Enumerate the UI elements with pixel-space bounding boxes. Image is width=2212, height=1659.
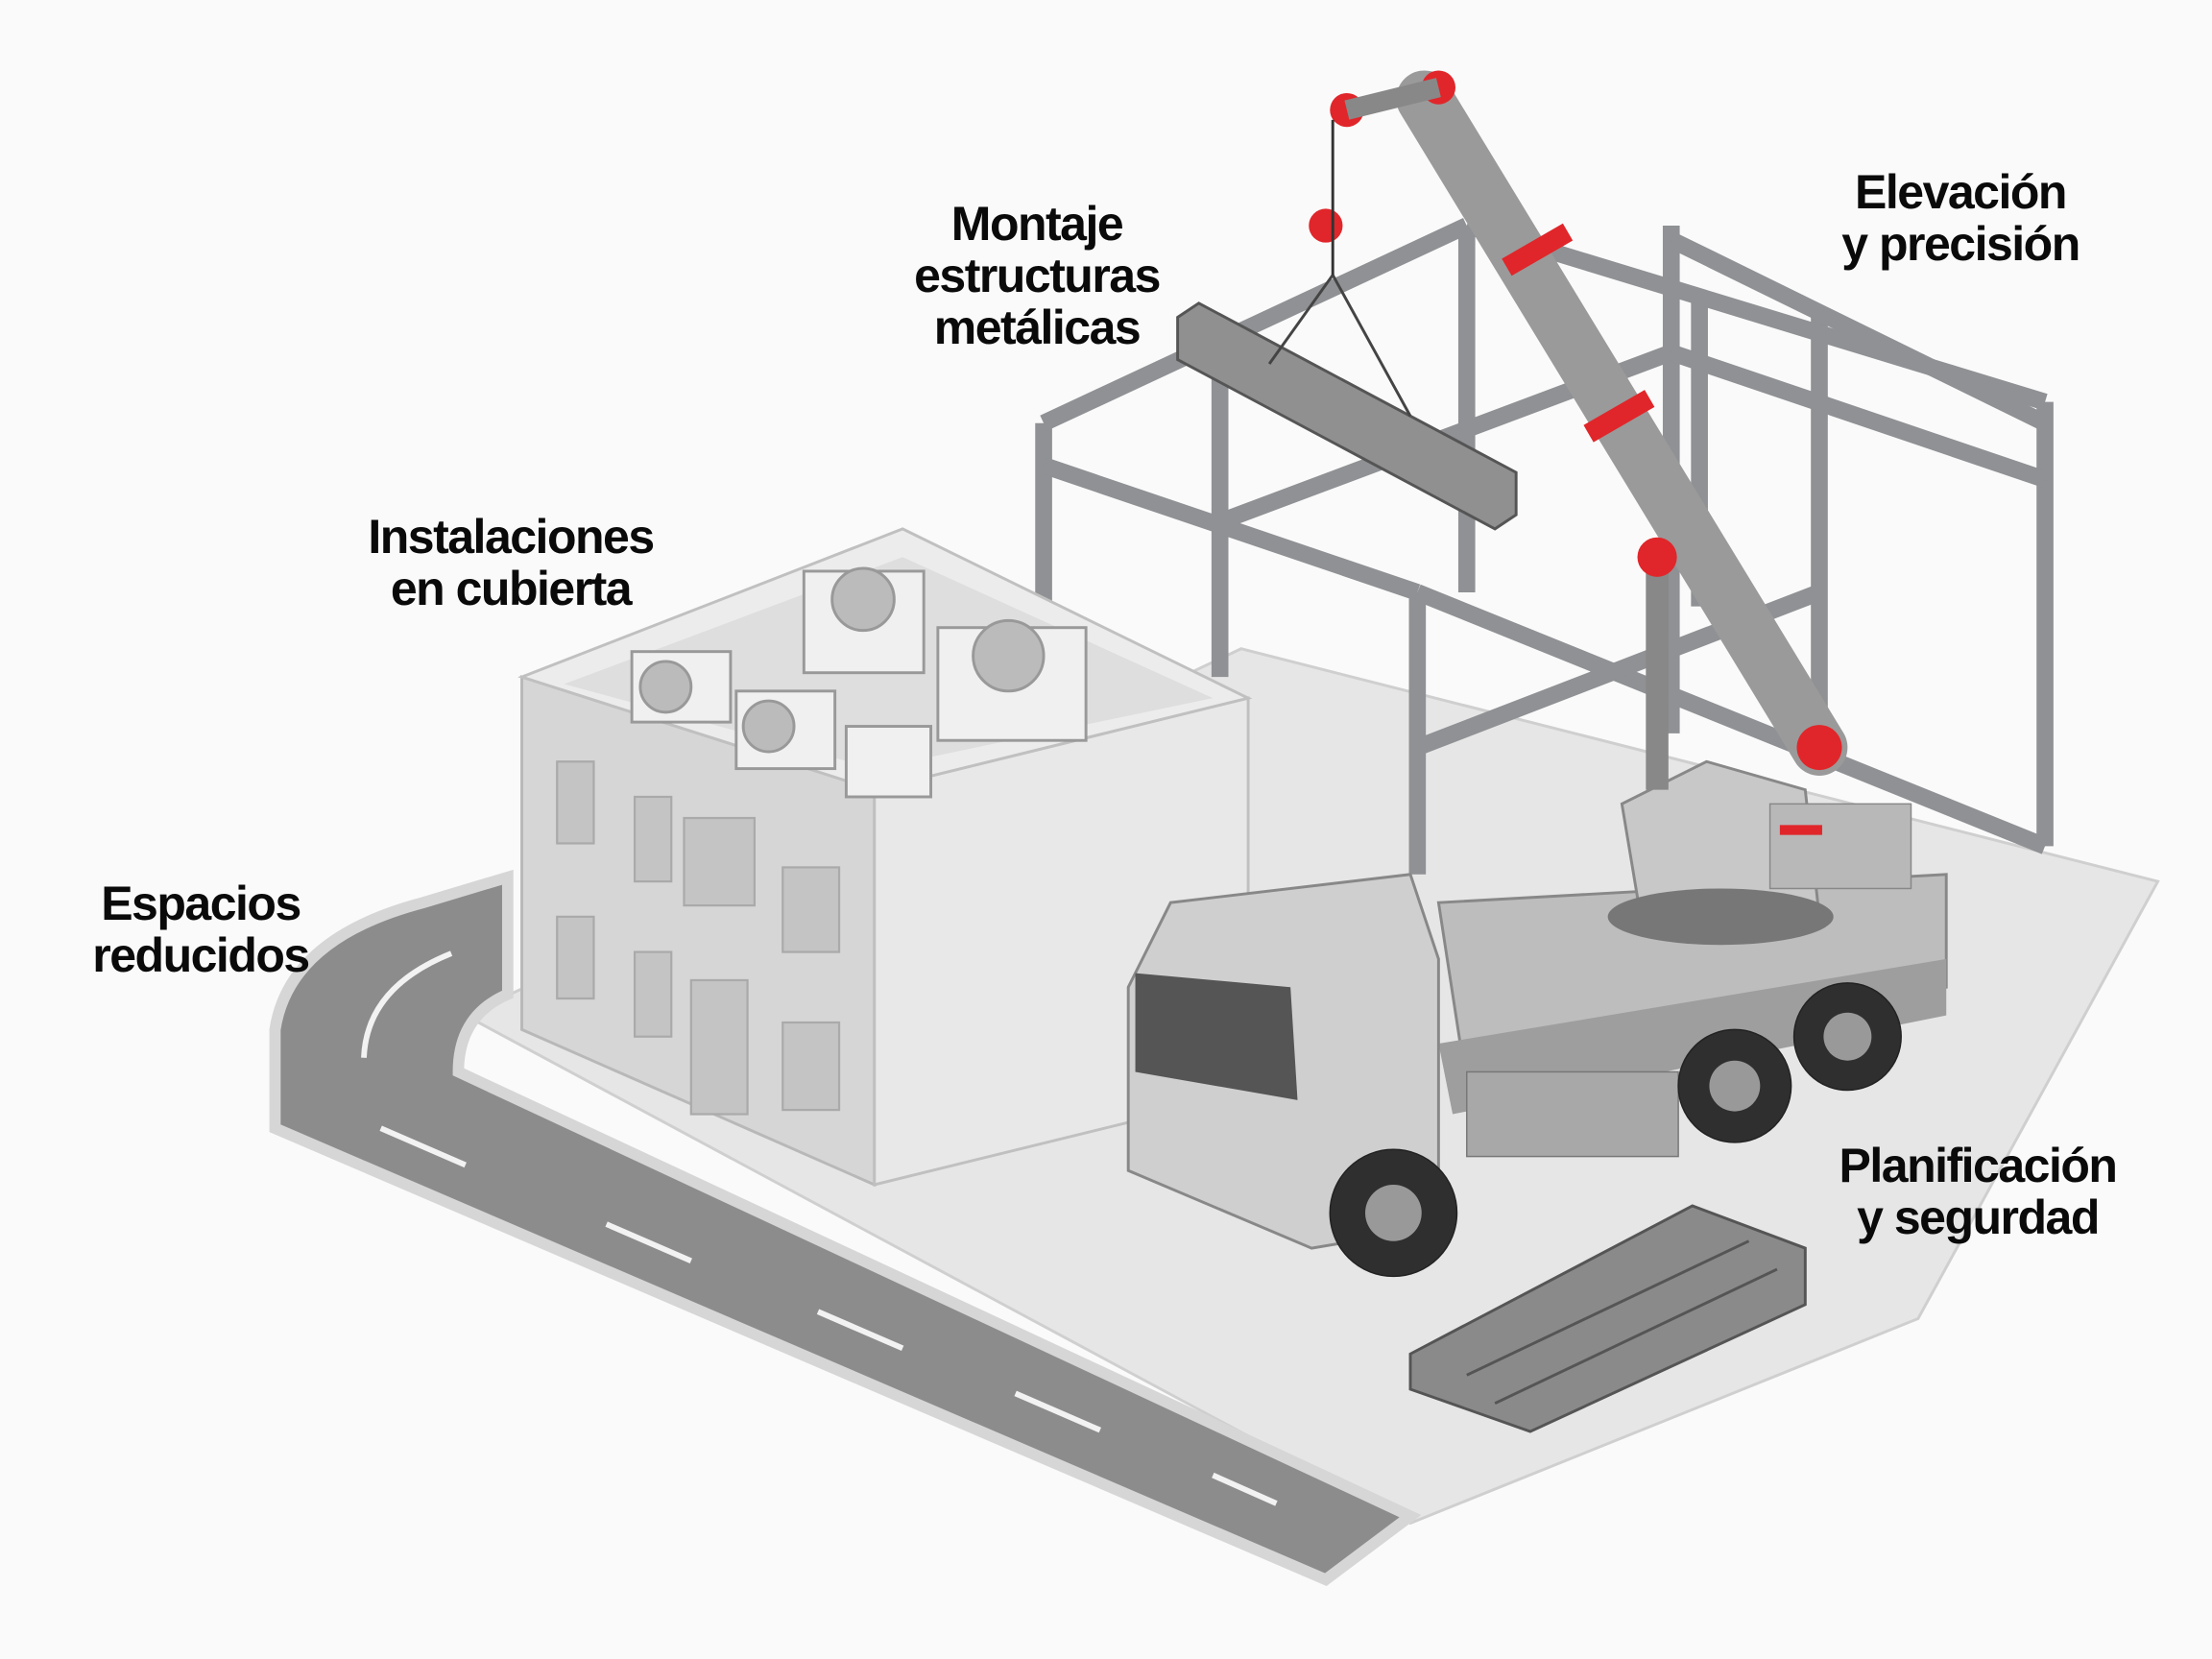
label-line: Instalaciones — [368, 510, 655, 564]
label-espacios-reducidos: Espacios reducidos — [92, 877, 310, 982]
label-line: Montaje — [950, 197, 1124, 251]
label-line: y precisión — [1841, 217, 2080, 271]
label-line: estructuras — [914, 249, 1161, 302]
label-line: Espacios — [101, 877, 301, 930]
label-line: y segurdad — [1857, 1190, 2100, 1244]
road — [269, 869, 1422, 1587]
crane-truck — [1126, 759, 1948, 1278]
rooftop-hvac-units — [630, 566, 1088, 799]
label-line: Planificación — [1839, 1139, 2118, 1192]
label-planificacion-seguridad: Planificación y segurdad — [1839, 1139, 2118, 1244]
label-montaje-estructuras-metalicas: Montaje estructuras metálicas — [914, 197, 1161, 354]
building — [517, 527, 1253, 1188]
label-line: metálicas — [933, 301, 1142, 354]
road-markings — [361, 950, 1278, 1506]
label-line: reducidos — [92, 928, 310, 982]
steel-beam-stack — [1408, 1204, 1807, 1433]
hoisted-beam — [1176, 274, 1518, 531]
label-line: Elevación — [1855, 165, 2067, 219]
label-line: en cubierta — [390, 562, 633, 615]
crane-boom — [1309, 70, 1848, 790]
label-instalaciones-cubierta: Instalaciones en cubierta — [368, 510, 655, 615]
label-elevacion-precision: Elevación y precisión — [1841, 166, 2080, 270]
